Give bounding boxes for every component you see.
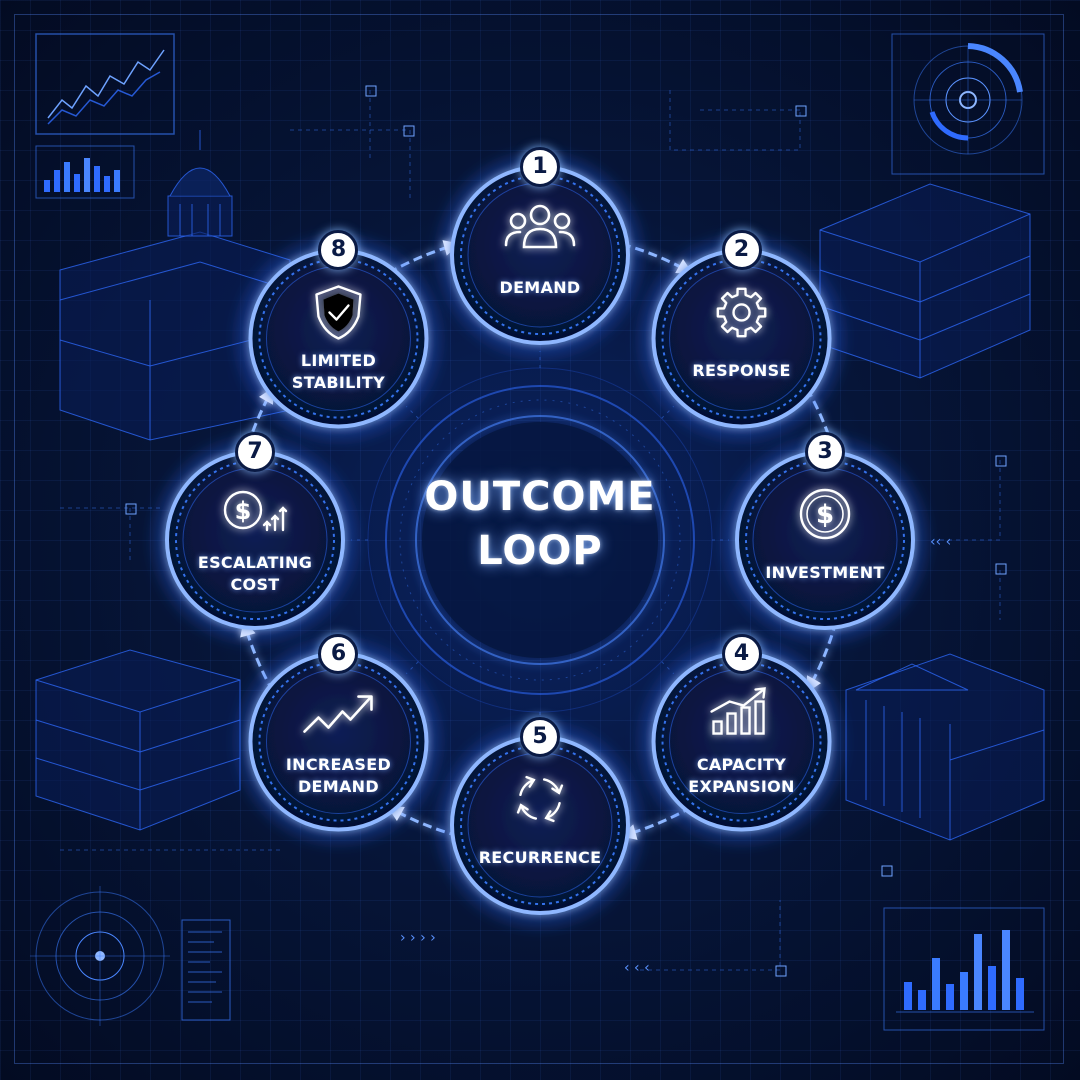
outer-frame — [14, 14, 1064, 1064]
dollar-coin-icon: $ — [799, 488, 851, 540]
loop-node-7: $ — [157, 442, 353, 638]
connector-nodes — [125, 85, 1007, 977]
connector-lines — [60, 90, 1001, 971]
center-title-line-1: OUTCOME — [424, 474, 656, 520]
loop-node-2 — [643, 240, 840, 437]
loop-node-5 — [442, 727, 638, 923]
step-label-line: STABILITY — [291, 373, 385, 393]
step-label-line: EXPANSION — [688, 776, 795, 796]
svg-text:$: $ — [816, 500, 834, 530]
hub-spoke — [661, 661, 674, 674]
hub-spokes — [351, 351, 729, 729]
step-label: INVESTMENT — [750, 562, 900, 584]
text-panel-icon — [181, 919, 231, 1021]
users-icon — [504, 204, 576, 249]
center-title-line-2: LOOP — [477, 528, 603, 574]
bottom-bar-chart-icon — [883, 907, 1045, 1031]
step-label-line: DEMAND — [499, 278, 581, 297]
step-label-line: RECURRENCE — [478, 848, 602, 867]
hub-spoke — [406, 406, 419, 419]
svg-text:‹ ‹ ‹: ‹ ‹ ‹ — [624, 960, 650, 976]
center-title: OUTCOME LOOP — [410, 470, 670, 578]
step-label: DEMAND — [465, 277, 615, 299]
step-label-line: COST — [230, 575, 280, 594]
bar-chart-panel-icon — [35, 145, 135, 199]
hub-spoke — [661, 406, 674, 419]
step-label-line: LIMITED — [300, 351, 377, 371]
step-label-line: CAPACITY — [696, 754, 787, 774]
bar-growth-icon — [710, 687, 766, 735]
office-block-left-icon — [35, 649, 241, 831]
bottom-radar-icon — [30, 886, 170, 1026]
step-label-line: RESPONSE — [692, 361, 791, 381]
step-label-line: INCREASED — [285, 754, 392, 774]
step-number-badge: 1 — [520, 147, 560, 187]
trend-up-icon — [303, 695, 373, 733]
svg-text:› › › ›: › › › › — [400, 930, 436, 946]
hub-spoke — [406, 661, 419, 674]
svg-text:$: $ — [235, 497, 252, 525]
step-number-badge: 7 — [235, 432, 275, 472]
shield-check-icon — [315, 285, 362, 340]
chevron-trails: ‹‹ ‹ › › › › ‹ ‹ ‹ — [400, 534, 951, 976]
courthouse-building-icon — [845, 653, 1045, 841]
step-label-line: INVESTMENT — [765, 563, 885, 582]
gear-icon — [716, 287, 767, 338]
radar-target-icon — [891, 33, 1045, 175]
step-number-badge: 2 — [721, 230, 762, 271]
step-label: ESCALATING COST — [180, 552, 330, 596]
loop-node-3: $ — [727, 442, 923, 638]
step-label: RESPONSE — [667, 360, 817, 382]
loop-nodes: $$ — [157, 157, 923, 923]
loop-node-4 — [643, 643, 840, 840]
office-block-right-icon — [819, 183, 1031, 379]
loop-node-8 — [240, 240, 437, 437]
step-number-badge: 4 — [721, 633, 762, 674]
cost-rise-icon: $ — [223, 490, 288, 532]
loop-node-1 — [442, 157, 638, 353]
step-label-line: ESCALATING — [197, 553, 313, 572]
step-number-badge: 8 — [318, 230, 359, 271]
step-label-line: DEMAND — [297, 776, 379, 796]
step-number-badge: 3 — [805, 432, 845, 472]
step-number-badge: 5 — [520, 717, 560, 757]
cycle-arrows-icon — [516, 775, 564, 823]
step-label: RECURRENCE — [465, 847, 615, 869]
step-number-badge: 6 — [318, 633, 359, 674]
center-hub — [367, 367, 713, 713]
line-chart-panel-icon — [35, 33, 175, 135]
svg-text:‹‹ ‹: ‹‹ ‹ — [930, 534, 951, 550]
loop-node-6 — [240, 643, 437, 840]
